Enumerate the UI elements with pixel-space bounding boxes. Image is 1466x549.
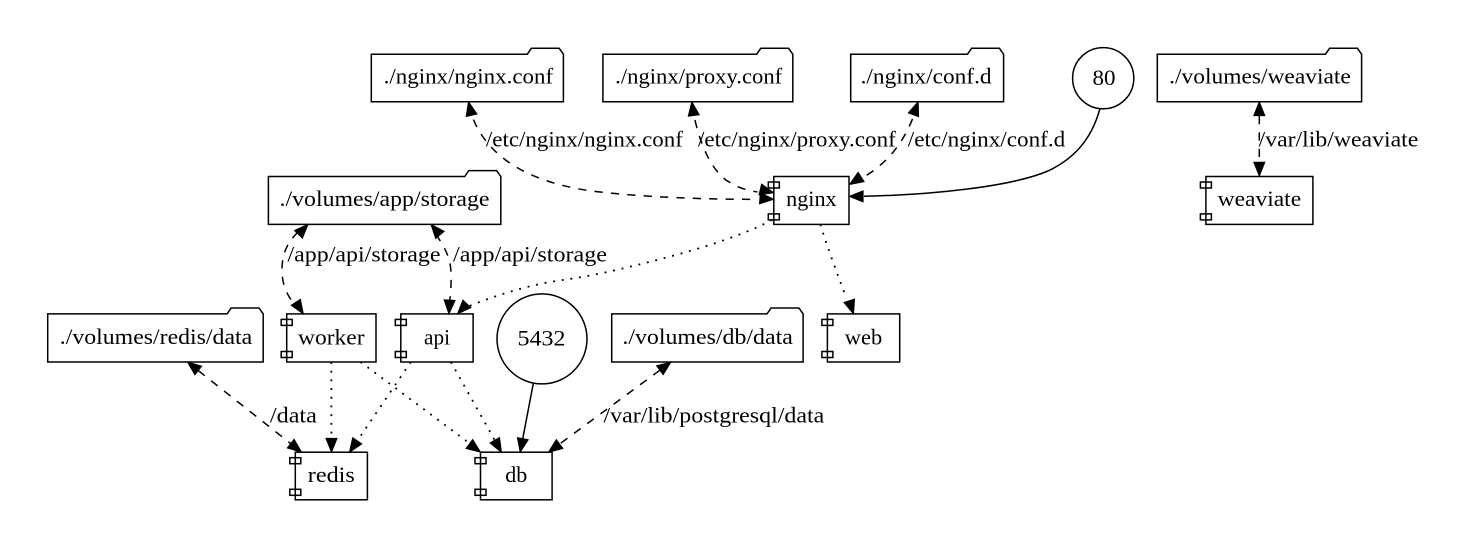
svg-text:/etc/nginx/conf.d: /etc/nginx/conf.d (908, 127, 1065, 152)
svg-text:./volumes/weaviate: ./volumes/weaviate (1169, 64, 1351, 89)
svg-text:./nginx/nginx.conf: ./nginx/nginx.conf (384, 64, 554, 89)
svg-text:80: 80 (1093, 65, 1116, 90)
svg-text:./nginx/conf.d: ./nginx/conf.d (861, 64, 992, 89)
svg-text:web: web (845, 324, 882, 349)
svg-text:/data: /data (270, 402, 317, 427)
svg-text:/var/lib/weaviate: /var/lib/weaviate (1259, 127, 1419, 152)
svg-text:nginx: nginx (786, 186, 837, 211)
svg-text:/app/api/storage: /app/api/storage (453, 242, 607, 267)
svg-text:/etc/nginx/nginx.conf: /etc/nginx/nginx.conf (486, 127, 684, 152)
svg-text:redis: redis (308, 462, 355, 487)
svg-text:./volumes/db/data: ./volumes/db/data (622, 324, 793, 349)
svg-text:./nginx/proxy.conf: ./nginx/proxy.conf (615, 64, 783, 89)
svg-text:db: db (505, 462, 527, 487)
svg-text:worker: worker (298, 324, 365, 349)
svg-text:/var/lib/postgresql/data: /var/lib/postgresql/data (604, 402, 825, 427)
svg-text:weaviate: weaviate (1218, 186, 1302, 211)
svg-text:5432: 5432 (518, 325, 566, 350)
svg-text:/etc/nginx/proxy.conf: /etc/nginx/proxy.conf (698, 127, 896, 152)
svg-text:api: api (424, 324, 450, 349)
svg-text:./volumes/app/storage: ./volumes/app/storage (280, 186, 490, 211)
svg-text:/app/api/storage: /app/api/storage (288, 242, 441, 267)
svg-text:./volumes/redis/data: ./volumes/redis/data (60, 324, 253, 349)
